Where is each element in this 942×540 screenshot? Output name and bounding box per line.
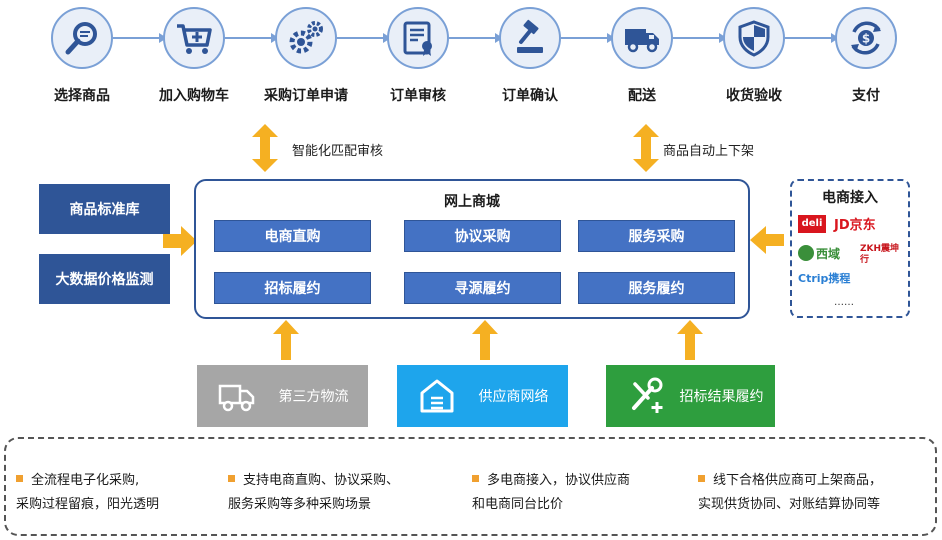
warehouse-icon xyxy=(407,373,467,419)
left-box-big-data-price-monitoring: 大数据价格监测 xyxy=(39,254,170,304)
gavel-icon xyxy=(517,19,543,53)
step-add-cart xyxy=(163,7,225,69)
source-label: 招标结果履约 xyxy=(679,389,764,405)
note-auto-listing: 商品自动上下架 xyxy=(663,144,755,159)
step-label: 支付 xyxy=(852,88,880,104)
logo-ctrip: Ctrip携程 xyxy=(798,273,858,285)
delivery-truck-icon xyxy=(625,29,659,53)
step-label: 采购订单申请 xyxy=(264,88,348,104)
step-label: 加入购物车 xyxy=(159,88,229,104)
ecommerce-access-box: 电商接入 deli JD京东 西域 ZKH震坤行 Ctrip携程 …… xyxy=(790,179,910,318)
summary-line: 支持电商直购、协议采购、 xyxy=(243,473,400,488)
mode-ecommerce-direct: 电商直购 xyxy=(214,220,371,252)
bullet-square xyxy=(228,475,235,482)
summary-line: 服务采购等多种采购场景 xyxy=(228,497,372,512)
source-third-party-logistics: 第三方物流 xyxy=(197,365,368,427)
summary-line: 采购过程留痕，阳光透明 xyxy=(16,497,160,512)
step-label: 选择商品 xyxy=(54,88,110,104)
bullet-square xyxy=(16,475,23,482)
process-flow: 选择商品 加入购物车 采购订单申请 订单审核 xyxy=(0,0,942,110)
summary-line: 和电商同台比价 xyxy=(472,497,564,512)
dollar-coin-refresh-icon: $ xyxy=(851,21,881,55)
arrow-left-into-platform xyxy=(750,226,784,254)
arrow-up-supplier xyxy=(472,320,498,360)
summary-item: 线下合格供应商可上架商品， 实现供货协同、对账结算协同等 xyxy=(698,469,882,517)
summary-line: 全流程电子化采购, xyxy=(31,473,140,488)
truck-icon xyxy=(207,373,267,419)
step-label: 配送 xyxy=(628,88,656,104)
mode-service-fulfillment: 服务履约 xyxy=(578,272,735,304)
step-order-review xyxy=(387,7,449,69)
flow-connector xyxy=(113,37,160,39)
summary-item: 多电商接入，协议供应商 和电商同台比价 xyxy=(472,469,630,517)
step-label: 订单审核 xyxy=(390,88,446,104)
step-order-confirm xyxy=(499,7,561,69)
flow-connector xyxy=(561,37,608,39)
step-payment: $ xyxy=(835,7,897,69)
flow-connector xyxy=(449,37,496,39)
tools-icon xyxy=(616,373,676,419)
note-smart-matching: 智能化匹配审核 xyxy=(292,144,384,159)
summary-line: 线下合格供应商可上架商品， xyxy=(713,473,883,488)
magnifier-icon xyxy=(65,22,97,55)
mode-tender-fulfillment: 招标履约 xyxy=(214,272,371,304)
mode-service-purchase: 服务采购 xyxy=(578,220,735,252)
double-arrow-left xyxy=(252,124,278,172)
svg-text:$: $ xyxy=(862,32,870,46)
shopping-cart-icon xyxy=(177,24,212,54)
summary-line: 多电商接入，协议供应商 xyxy=(487,473,631,488)
logo-xiyu-text: 西域 xyxy=(816,247,841,261)
logo-xiyu: 西域 xyxy=(798,245,840,262)
step-label: 订单确认 xyxy=(502,88,558,104)
logo-jd-text: JD京东 xyxy=(834,218,876,233)
bullet-square xyxy=(472,475,479,482)
step-purchase-request xyxy=(275,7,337,69)
flow-connector xyxy=(225,37,272,39)
bullet-square xyxy=(698,475,705,482)
double-arrow-right xyxy=(633,124,659,172)
logo-deli: deli xyxy=(798,215,826,233)
mode-sourcing-fulfillment: 寻源履约 xyxy=(404,272,561,304)
platform-title: 网上商城 xyxy=(444,194,500,210)
ecommerce-title: 电商接入 xyxy=(822,190,878,206)
step-label: 收货验收 xyxy=(726,88,782,104)
more-ellipsis: …… xyxy=(834,297,854,308)
gears-icon xyxy=(289,21,323,54)
summary-item: 支持电商直购、协议采购、 服务采购等多种采购场景 xyxy=(228,469,399,517)
logo-zkh-text: ZKH震坤行 xyxy=(860,244,900,265)
arrow-right-into-platform xyxy=(163,226,197,256)
summary-item: 全流程电子化采购, 采购过程留痕，阳光透明 xyxy=(16,469,159,517)
arrow-up-logistics xyxy=(273,320,299,360)
source-tender-result-fulfillment: 招标结果履约 xyxy=(606,365,775,427)
xiyu-emblem-icon xyxy=(798,245,814,261)
left-box-product-standard-library: 商品标准库 xyxy=(39,184,170,234)
mode-agreement-purchase: 协议采购 xyxy=(404,220,561,252)
flow-connector xyxy=(785,37,832,39)
summary-line: 实现供货协同、对账结算协同等 xyxy=(698,497,881,512)
logo-deli-text: deli xyxy=(801,218,823,229)
online-mall-platform: 网上商城 电商直购 协议采购 服务采购 招标履约 寻源履约 服务履约 xyxy=(194,179,750,319)
source-label: 第三方物流 xyxy=(278,389,349,405)
shield-icon xyxy=(738,20,770,57)
logo-jd: JD京东 xyxy=(834,214,876,233)
source-supplier-network: 供应商网络 xyxy=(397,365,568,427)
arrow-up-tender xyxy=(677,320,703,360)
step-select-goods xyxy=(51,7,113,69)
flow-connector xyxy=(673,37,720,39)
document-certificate-icon xyxy=(403,21,432,56)
logo-zkh: ZKH震坤行 xyxy=(860,244,906,266)
summary-panel: 全流程电子化采购, 采购过程留痕，阳光透明 支持电商直购、协议采购、 服务采购等… xyxy=(4,437,937,536)
source-label: 供应商网络 xyxy=(478,389,549,405)
flow-connector xyxy=(337,37,384,39)
logo-ctrip-text: Ctrip携程 xyxy=(798,272,851,285)
step-delivery xyxy=(611,7,673,69)
step-receipt-inspection xyxy=(723,7,785,69)
